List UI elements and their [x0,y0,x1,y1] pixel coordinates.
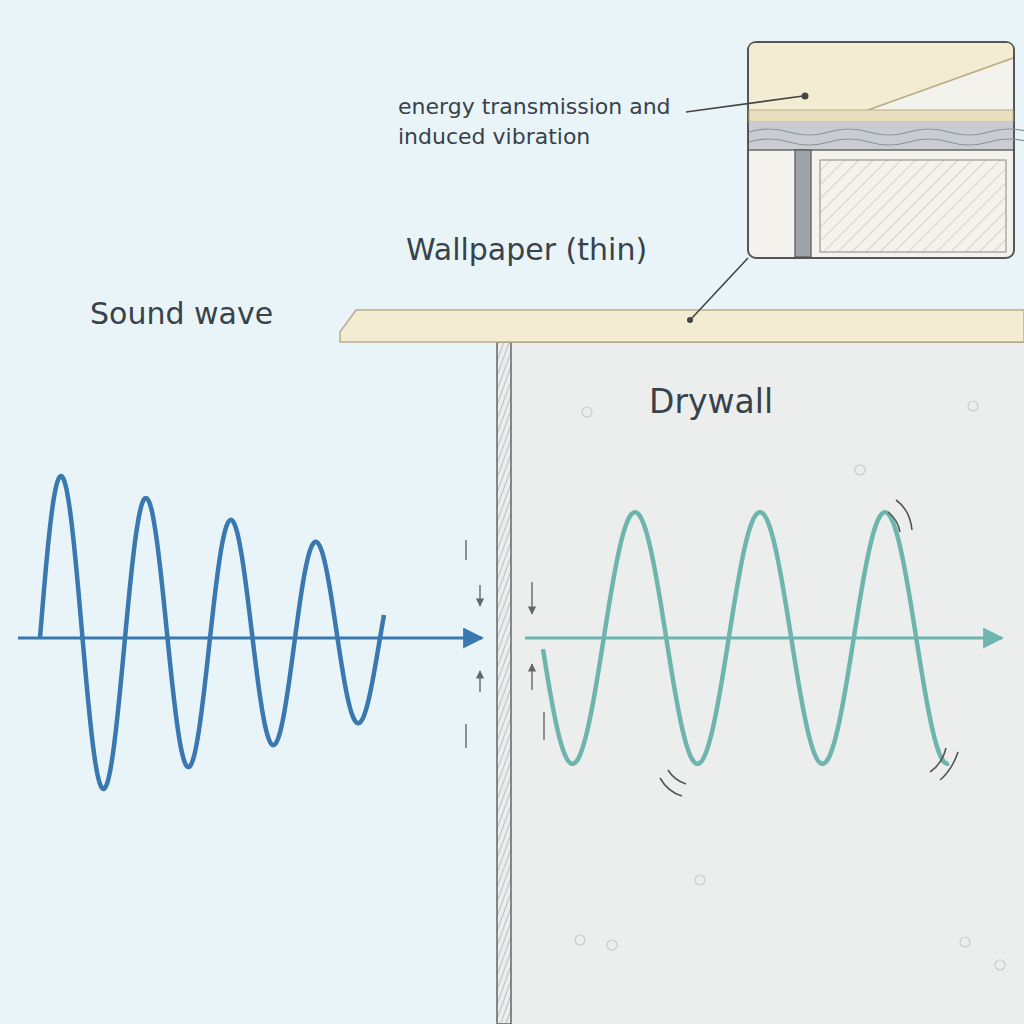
drywall-edge [497,342,511,1024]
leader-line [692,258,748,318]
leader-dot [802,93,809,100]
sound-wave [40,476,384,789]
leader-dot [687,317,693,323]
wave-axis [18,637,482,640]
part-label: Sound wave [90,296,330,332]
drywall-texture [575,401,1005,970]
region-label: Drywall [649,382,1024,421]
part-label: Wallpaper (thin) [406,232,706,268]
inset-detail [748,42,1024,258]
vibration-arrows [466,540,544,748]
motion-marks [660,500,958,796]
callout-label: energy transmission and induced vibratio… [398,92,688,151]
wave-axis [525,637,1002,640]
wallpaper-strip [340,310,1024,342]
drywall-body [497,342,1024,1024]
transmitted-wave [543,512,949,764]
wall-region: Drywall [497,342,1024,1024]
leader-line [686,96,803,112]
